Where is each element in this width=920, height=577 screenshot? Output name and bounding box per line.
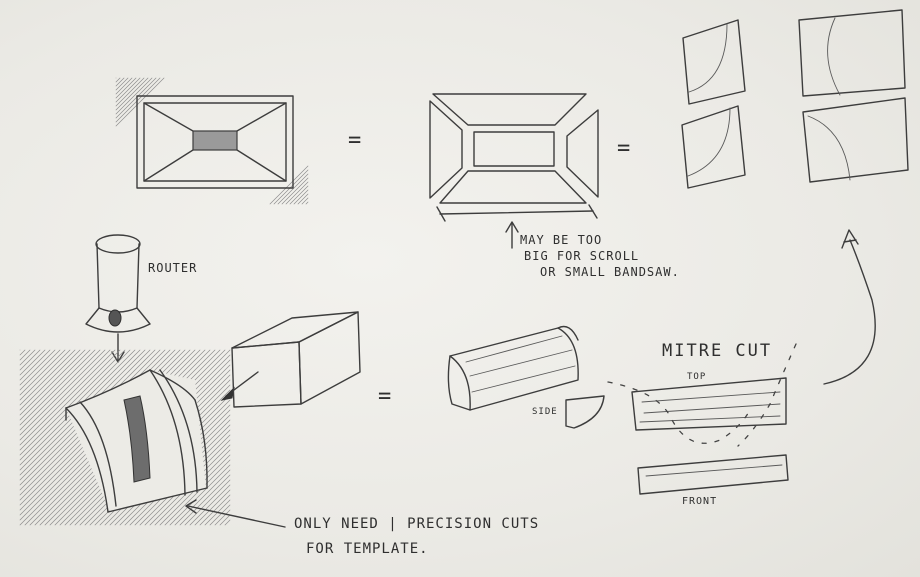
template-jig-sketch xyxy=(19,349,286,528)
stock-block xyxy=(231,311,361,408)
mitre-cut-line-1 xyxy=(607,381,751,444)
dimension-line xyxy=(439,210,594,215)
side-profile xyxy=(565,395,605,429)
corner-block-1 xyxy=(682,19,746,105)
panel-frame-sketch xyxy=(115,77,309,205)
precision-note-line-2: FOR TEMPLATE. xyxy=(306,541,429,557)
top-label: TOP xyxy=(687,372,707,382)
frame-center-void xyxy=(473,131,555,167)
size-note-line-3: OR SMALL BANDSAW. xyxy=(540,265,680,279)
corner-block-4 xyxy=(802,97,909,183)
frame-piece-right xyxy=(566,109,599,198)
frame-piece-bottom xyxy=(439,170,587,204)
equals-sign-2: = xyxy=(617,136,632,161)
corner-block-3 xyxy=(681,105,746,189)
router-label: ROUTER xyxy=(148,261,198,275)
jig-slot xyxy=(123,395,151,483)
exploded-frame-pieces xyxy=(429,93,599,249)
front-view-strip xyxy=(637,454,789,495)
router-bit xyxy=(108,309,122,327)
precision-arrow xyxy=(187,505,286,528)
top-view-strip xyxy=(607,343,797,447)
mitre-cut-label: MITRE CUT xyxy=(662,341,773,361)
corner-blocks xyxy=(681,9,909,189)
frame-piece-left xyxy=(429,100,463,199)
router-sketch xyxy=(85,234,151,363)
size-note-line-2: BIG FOR SCROLL xyxy=(524,249,640,263)
rounded-moulding xyxy=(447,325,579,411)
side-label: SIDE xyxy=(532,407,558,417)
precision-note-line-1: ONLY NEED | PRECISION CUTS xyxy=(294,516,540,532)
frame-piece-top xyxy=(432,93,587,126)
stock-block-front xyxy=(231,341,302,408)
corner-block-2 xyxy=(798,9,906,97)
panel-outer-rect xyxy=(136,95,294,189)
size-note-line-1: MAY BE TOO xyxy=(520,233,603,247)
panel-inner-rect xyxy=(143,102,287,182)
front-label: FRONT xyxy=(682,496,718,507)
mitre-cut-line-2 xyxy=(737,343,797,447)
panel-center-recess xyxy=(192,130,238,151)
equals-sign-1: = xyxy=(348,128,363,153)
equals-sign-3: = xyxy=(378,384,393,409)
return-arrow xyxy=(823,229,876,385)
frame-hatching xyxy=(115,77,309,205)
stock-block-side xyxy=(298,311,361,405)
